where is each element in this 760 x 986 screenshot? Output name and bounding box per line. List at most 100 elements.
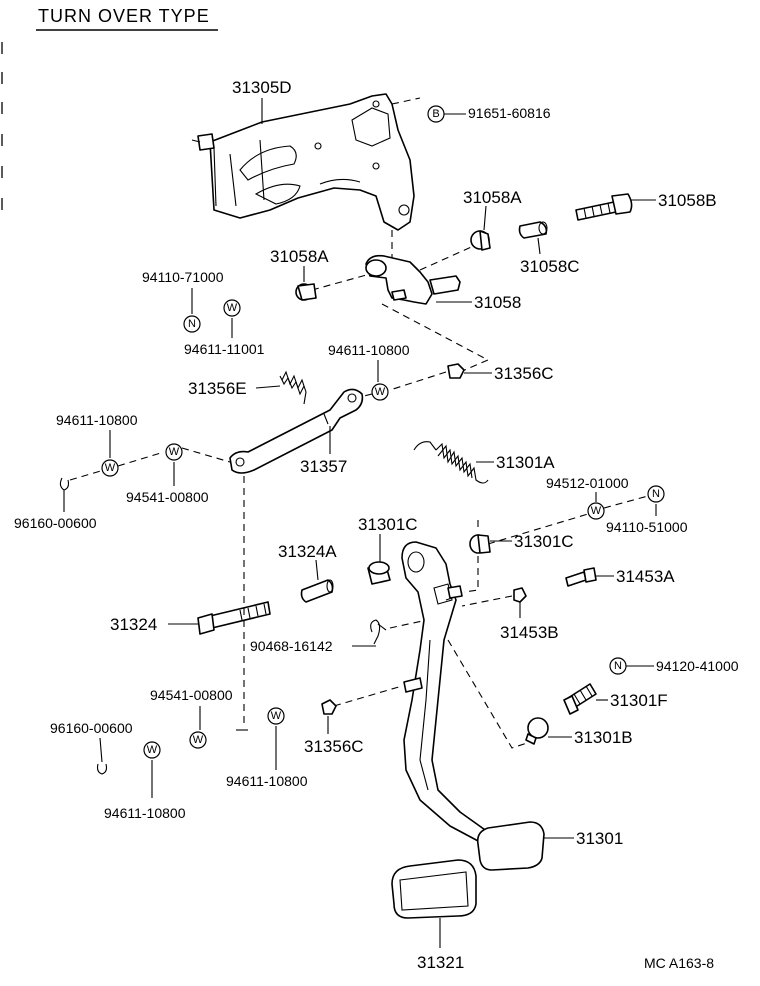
- label-94611-10800-d: 94611-10800: [104, 805, 186, 821]
- bushing-31058A-left: [295, 283, 317, 301]
- label-94611-11001: 94611-11001: [184, 341, 265, 357]
- dash-31356C-lower: [333, 685, 403, 707]
- label-94611-10800-a: 94611-10800: [328, 342, 410, 358]
- shaft-31058: [365, 254, 461, 305]
- badge-w-94611-10800-d: W: [143, 741, 161, 759]
- label-96160-00600-a: 96160-00600: [14, 515, 97, 531]
- dash-link-left-chain: [69, 447, 231, 481]
- svg-text:N: N: [614, 660, 622, 672]
- label-94110-51000: 94110-51000: [606, 519, 688, 535]
- dash-bolt-91651: [391, 97, 421, 105]
- leader-96160-00600-b: [99, 737, 103, 763]
- label-96160-00600-b: 96160-00600: [50, 720, 133, 736]
- pedal-bracket-31305D: [191, 93, 415, 231]
- label-31453B: 31453B: [500, 623, 559, 642]
- label-31058: 31058: [474, 293, 521, 312]
- bushing-31301C-left: [367, 561, 391, 585]
- bolt-31058B: [575, 193, 633, 221]
- label-31324: 31324: [110, 615, 157, 634]
- label-90468-16142: 90468-16142: [250, 638, 333, 654]
- leader-31058C: [537, 237, 541, 255]
- dash-pedal-to-31301B: [447, 639, 531, 749]
- dash-31301C-right-chain: [487, 495, 649, 545]
- dash-31453B-to-pedal: [461, 595, 513, 607]
- svg-text:N: N: [652, 488, 660, 500]
- label-31357: 31357: [300, 457, 347, 476]
- svg-text:W: W: [105, 462, 116, 474]
- leader-31058A-right: [483, 205, 487, 231]
- label-31453A: 31453A: [616, 567, 675, 586]
- label-31301F: 31301F: [610, 691, 668, 710]
- bushing-31058A-right: [470, 230, 491, 251]
- svg-text:B: B: [432, 108, 439, 120]
- collar-31324A: [300, 579, 334, 603]
- clip-90468-16142: [370, 619, 387, 645]
- pedal-pad-31301: [476, 821, 545, 871]
- badge-w-94541-00800-a: W: [165, 443, 183, 461]
- badge-w-94541-00800-b: W: [189, 731, 207, 749]
- label-94611-10800-b: 94611-10800: [56, 412, 138, 428]
- bolt-31324: [197, 601, 271, 635]
- badge-w-94512-01000: W: [587, 502, 605, 520]
- return-spring-31301A: [413, 441, 489, 484]
- label-31301: 31301: [576, 829, 623, 848]
- svg-text:W: W: [169, 446, 180, 458]
- dash-31058-to-31356C: [381, 303, 490, 373]
- spring-31356E: [279, 370, 307, 405]
- svg-text:W: W: [147, 744, 158, 756]
- label-31058C: 31058C: [520, 257, 580, 276]
- label-94541-00800-b: 94541-00800: [150, 687, 233, 703]
- bolt-31356C-lower: [403, 677, 423, 693]
- dash-shaft-chain: [311, 243, 479, 291]
- label-31305D: 31305D: [232, 78, 292, 97]
- bolt-31301F: [563, 683, 597, 715]
- bushing-31301C-right: [469, 534, 491, 554]
- label-94611-10800-c: 94611-10800: [226, 773, 308, 789]
- label-94120-41000: 94120-41000: [656, 658, 739, 674]
- dash-31301C-right-down: [463, 520, 479, 593]
- svg-text:W: W: [193, 734, 204, 746]
- svg-text:N: N: [188, 318, 196, 330]
- badge-n-94110-71000: N: [183, 315, 201, 333]
- label-31356C-b: 31356C: [304, 737, 364, 756]
- label-31301A: 31301A: [496, 453, 555, 472]
- svg-text:W: W: [227, 302, 238, 314]
- badge-n-94120-41000: N: [609, 657, 627, 675]
- nut-31356C-lower: [321, 699, 337, 715]
- bolt-31453A: [565, 567, 597, 587]
- badge-b: B: [427, 105, 445, 123]
- label-31301C-b: 31301C: [514, 532, 574, 551]
- badge-w-94611-11001: W: [223, 299, 241, 317]
- label-31058A-right: 31058A: [463, 188, 522, 207]
- label-31058A-left: 31058A: [270, 247, 329, 266]
- svg-text:W: W: [375, 386, 386, 398]
- svg-text:W: W: [271, 710, 282, 722]
- label-94512-01000: 94512-01000: [546, 475, 629, 491]
- diagram-title: TURN OVER TYPE: [38, 6, 210, 26]
- label-91651-60816: 91651-60816: [468, 105, 551, 121]
- label-31356E: 31356E: [188, 379, 247, 398]
- label-31356C-a: 31356C: [494, 364, 554, 383]
- clip-96160-00600-b: [96, 763, 108, 775]
- pedal-cover-31321: [391, 859, 477, 919]
- nut-31356C-upper: [447, 363, 465, 379]
- clip-96160-00600-a: [59, 477, 70, 491]
- badge-w-94611-10800-c: W: [267, 707, 285, 725]
- dash-31356C-to-link: [355, 371, 447, 399]
- collar-31058C: [518, 221, 548, 239]
- brake-pedal-arm-31301: [401, 541, 489, 843]
- badge-n-94110-51000: N: [647, 485, 665, 503]
- leader-31324A: [315, 559, 319, 581]
- footer-code: MC A163-8: [644, 955, 714, 971]
- label-31301C-a: 31301C: [358, 515, 418, 534]
- nut-31453B: [513, 587, 527, 603]
- label-94110-71000: 94110-71000: [142, 269, 224, 285]
- label-31301B: 31301B: [574, 728, 633, 747]
- badge-w-94611-10800-b: W: [101, 459, 119, 477]
- link-31357: [229, 388, 364, 474]
- svg-text:W: W: [591, 505, 602, 517]
- leader-31356E: [255, 385, 281, 389]
- stopper-31301B: [525, 717, 549, 745]
- label-31321: 31321: [417, 953, 464, 972]
